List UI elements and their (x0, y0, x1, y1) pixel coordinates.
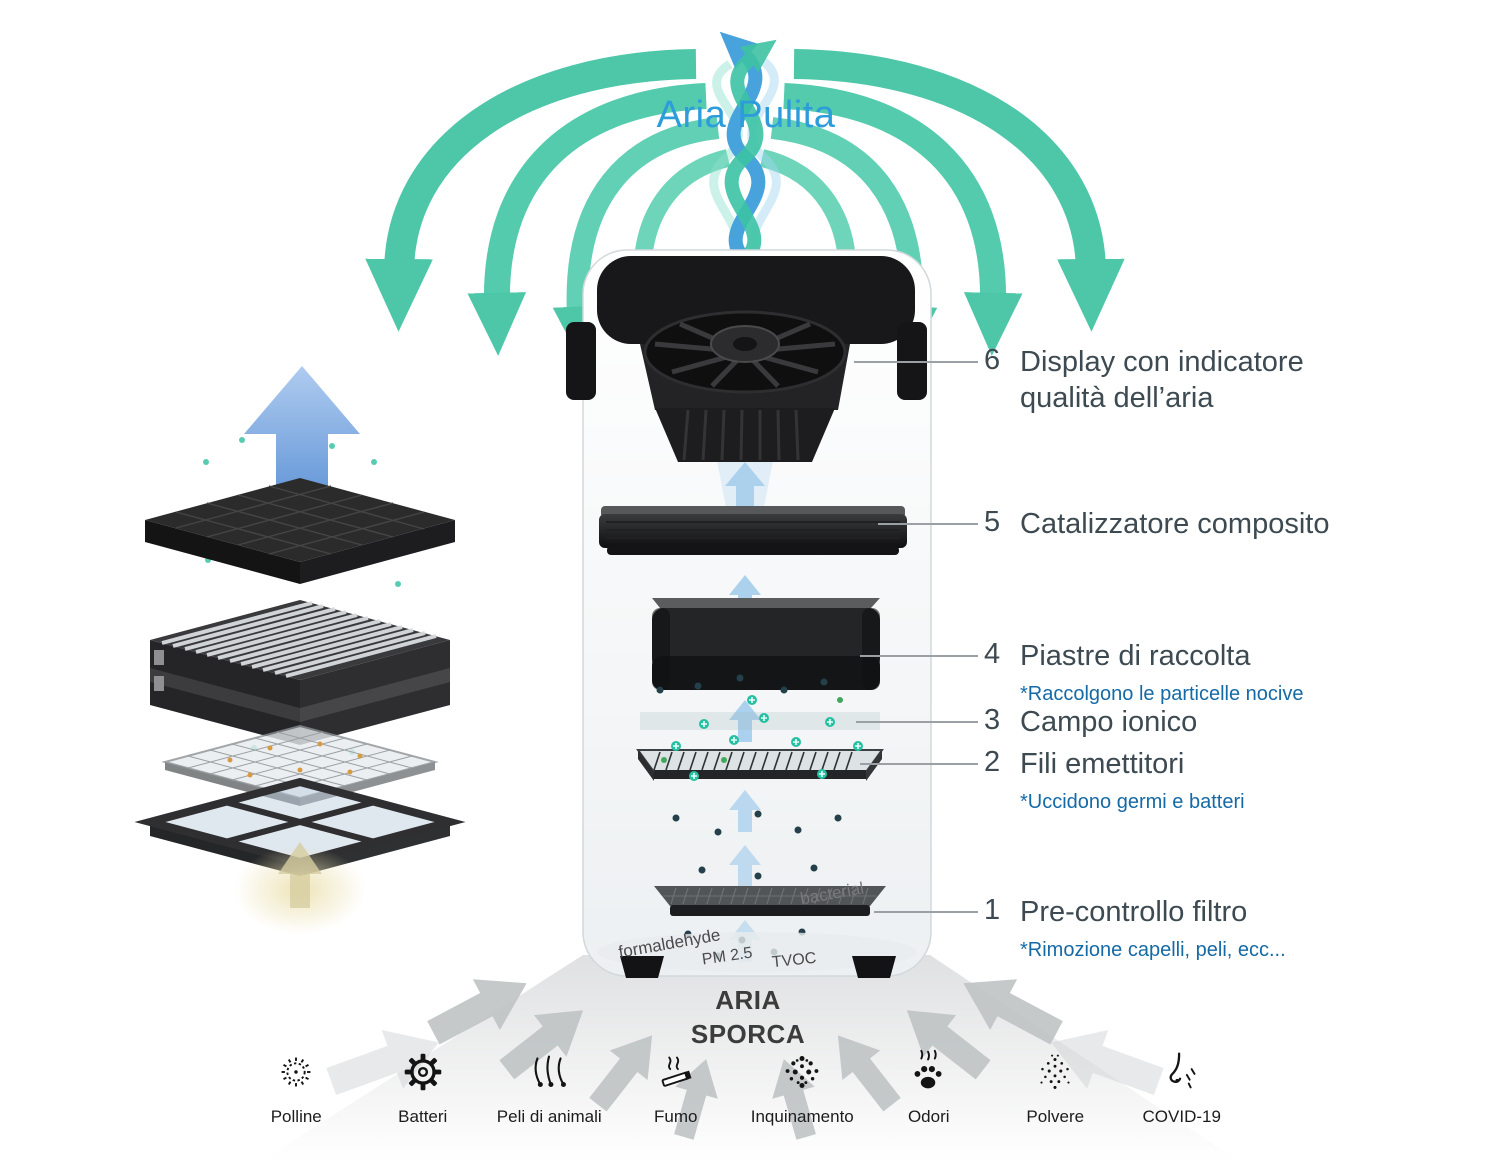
pollutant-list: Polline Batteri (233, 1046, 1245, 1127)
callout-display: 6 Display con indicatore qualità dell’ar… (984, 344, 1350, 416)
callout-prefilter: 1 Pre-controllo filtro *Rimozione capell… (984, 894, 1286, 962)
callout-ionic-field: 3 Campo ionico (984, 704, 1197, 740)
filter-stack-exploded (134, 366, 466, 934)
pollutant-item-fumo: Fumo (613, 1046, 740, 1127)
callout-label: Fili emettitori (1020, 748, 1185, 780)
pollutant-label: COVID-19 (1142, 1107, 1221, 1126)
clean-air-title: Aria Pulita (656, 94, 836, 136)
prefilter-layer (145, 478, 455, 584)
callout-number: 2 (984, 746, 1001, 778)
callout-label: Display con indicatore qualità dell’aria (1020, 346, 1304, 414)
pollutant-label: Polvere (1026, 1107, 1085, 1126)
pollutant-item-polline: Polline (233, 1046, 360, 1127)
pollutant-label: Inquinamento (750, 1107, 854, 1126)
prefilter-grille-layer (654, 886, 886, 916)
callout-emitters: 2 Fili emettitori *Uccidono germi e batt… (984, 746, 1245, 814)
emitter-wires-layer (636, 749, 884, 781)
smoke-icon (661, 1056, 692, 1087)
callout-plates: 4 Piastre di raccolta *Raccolgono le par… (984, 638, 1304, 706)
leader-lines (854, 361, 978, 913)
air-helix-icon (709, 31, 781, 268)
callout-number: 6 (984, 344, 1001, 376)
pollutant-label: Peli di animali (496, 1107, 602, 1126)
callout-number: 1 (984, 894, 1001, 926)
pollution-icon (785, 1056, 819, 1088)
pollutant-label: Polline (270, 1107, 322, 1126)
up-arrow-icon (244, 366, 360, 496)
dirty-air-arrows (260, 955, 1240, 1162)
bacteria-icon (404, 1053, 442, 1091)
callout-number: 4 (984, 638, 1001, 670)
odor-icon (914, 1049, 942, 1089)
dirty-air-line1: ARIA (715, 985, 781, 1015)
pollutant-item-inquinamento: Inquinamento (739, 1046, 866, 1127)
callout-note: *Raccolgono le particelle nocive (1020, 683, 1304, 705)
pollutant-item-odori: Odori (866, 1046, 993, 1127)
hepa-filter-layer (150, 600, 450, 745)
dirty-air-line2: SPORCA (690, 1018, 806, 1049)
collection-plates-layer (652, 598, 880, 690)
callout-number: 5 (984, 506, 1001, 538)
callout-number: 3 (984, 704, 1001, 736)
callout-note: *Rimozione capelli, peli, ecc... (1020, 939, 1286, 961)
pollen-icon (281, 1057, 311, 1087)
purifier-device (566, 249, 932, 978)
callout-label: Catalizzatore composito (1020, 508, 1330, 540)
callout-label: Pre-controllo filtro (1020, 896, 1248, 928)
callout-catalyst: 5 Catalizzatore composito (984, 506, 1329, 542)
pollutant-item-peli: Peli di animali (486, 1046, 613, 1127)
clean-air-arrows (365, 49, 1125, 360)
callout-note: *Uccidono germi e batteri (1020, 791, 1245, 813)
virus-icon (1169, 1052, 1196, 1089)
pollutant-item-batteri: Batteri (360, 1046, 487, 1127)
callout-label: Campo ionico (1020, 706, 1198, 738)
dirty-air-label: ARIA SPORCA (642, 984, 854, 1052)
pollutant-label: Batteri (398, 1107, 448, 1126)
dust-icon (1040, 1054, 1070, 1089)
pollutant-item-covid: COVID-19 (1119, 1046, 1246, 1127)
callout-label: Piastre di raccolta (1020, 640, 1251, 672)
pollutant-label: Odori (907, 1107, 950, 1126)
pollutant-label: Fumo (654, 1107, 698, 1126)
pollutant-item-polvere: Polvere (992, 1046, 1119, 1127)
catalyst-layer (599, 506, 907, 555)
fan-assembly (566, 256, 927, 462)
animal-hair-icon (534, 1055, 567, 1088)
